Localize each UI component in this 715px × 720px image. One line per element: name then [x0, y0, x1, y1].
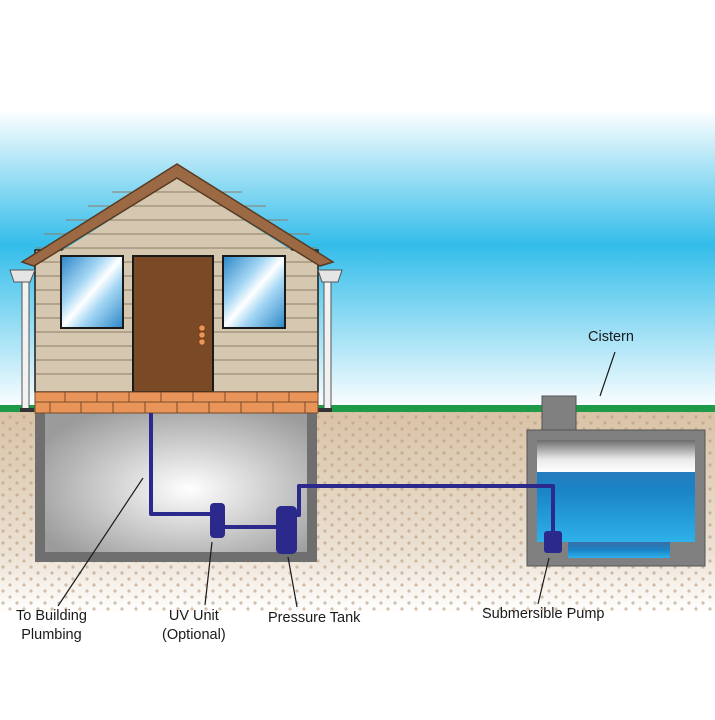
label-to-building-plumbing-line2: Plumbing [21, 627, 82, 643]
leader-pressure-tank [287, 556, 298, 608]
leader-uv-unit [204, 541, 213, 606]
label-to-building-plumbing-line1: To Building [16, 608, 87, 624]
door [132, 255, 214, 393]
label-uv-unit-line2: (Optional) [162, 627, 226, 643]
basement [35, 412, 317, 562]
downspout-right [317, 269, 343, 412]
leader-building-plumbing [57, 477, 144, 607]
label-cistern: Cistern [588, 329, 634, 345]
pressure-tank [276, 506, 297, 554]
label-submersible-pump: Submersible Pump [482, 606, 605, 622]
window-left [60, 255, 124, 329]
leader-cistern [599, 351, 616, 397]
leader-submersible-pump [537, 557, 550, 605]
uv-unit [210, 503, 225, 538]
roof [20, 163, 335, 267]
label-uv-unit: UV Unit (Optional) [162, 607, 226, 645]
grass-line [0, 405, 715, 412]
label-to-building-plumbing: To Building Plumbing [16, 607, 87, 645]
label-uv-unit-line1: UV Unit [168, 608, 219, 624]
leader-lines [57, 351, 616, 608]
submersible-pump [544, 531, 562, 553]
house [9, 163, 343, 414]
label-pressure-tank: Pressure Tank [268, 610, 361, 626]
downspout-left [9, 269, 36, 412]
window-right [222, 255, 286, 329]
cistern-tank [526, 395, 706, 567]
brick-foundation [34, 391, 319, 414]
